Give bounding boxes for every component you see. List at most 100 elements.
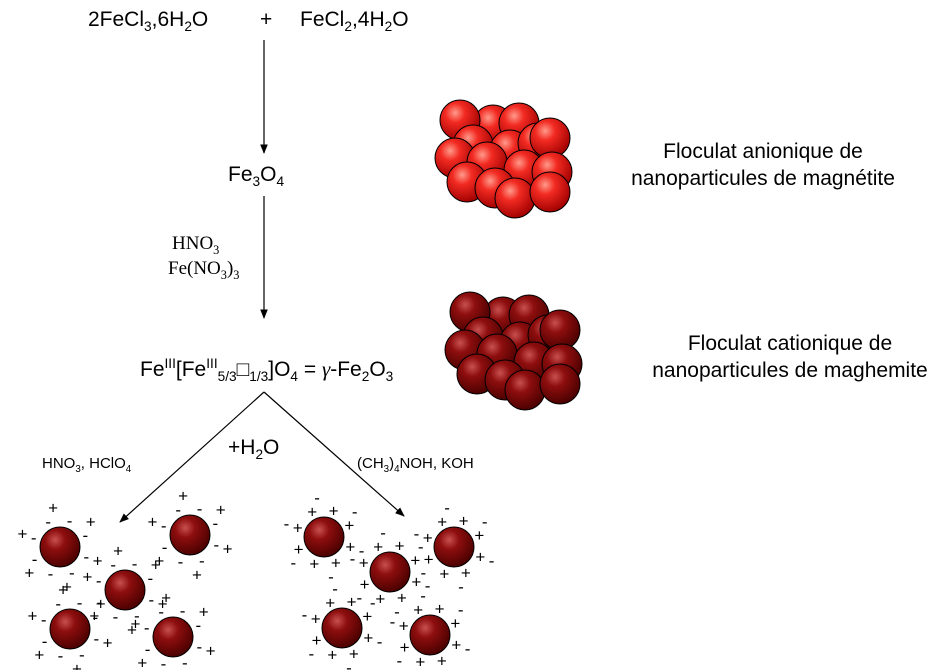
oxidant-ferric-nitrate: Fe(NO3)3 (168, 258, 240, 282)
positive-charge: + (93, 552, 103, 571)
positive-charge: + (327, 645, 337, 664)
positive-charge: + (48, 499, 58, 518)
negative-charge: - (356, 589, 362, 608)
negative-charge: - (110, 556, 116, 575)
reagent-plus-sign: + (260, 8, 273, 31)
positive-charge: + (397, 588, 407, 607)
positive-charge: + (151, 555, 161, 574)
negative-charge: - (180, 602, 186, 621)
negative-charge: - (83, 526, 89, 545)
negative-charge: - (284, 514, 290, 533)
acid-peptization-label: HNO3, HClO4 (42, 455, 132, 475)
negative-charge: - (148, 569, 154, 588)
negative-charge: - (42, 632, 48, 651)
negative-charge: - (302, 605, 308, 624)
negative-charge: - (380, 524, 386, 543)
negative-charge: - (97, 593, 103, 612)
negative-charge: - (145, 640, 151, 659)
maghemite-floc-cluster (444, 291, 583, 411)
negative-charge: - (96, 571, 102, 590)
positive-charge: + (450, 614, 460, 633)
positive-charge: + (58, 581, 68, 600)
positive-charge: + (363, 629, 373, 648)
negative-charge: - (434, 665, 440, 670)
positive-charge: + (329, 502, 339, 521)
negative-charge: - (458, 600, 464, 619)
maghemite-particle (169, 514, 211, 556)
negative-charge: - (370, 593, 376, 612)
negative-charge: - (79, 645, 85, 664)
positive-charge: + (113, 542, 123, 561)
positive-charge: + (103, 634, 113, 653)
positive-charge: + (312, 631, 322, 650)
positive-charge: + (395, 537, 405, 556)
positive-charge: + (345, 538, 355, 557)
negative-charge: - (182, 653, 188, 670)
positive-charge: + (82, 567, 92, 586)
positive-charge: + (424, 550, 434, 569)
magnetite-particle (494, 177, 536, 219)
legend-cationic-maghemite: Floculat cationique de nanoparticules de… (640, 330, 940, 384)
positive-charge: + (344, 516, 354, 535)
negative-charge: - (113, 607, 119, 626)
maghemite-formula: FeIII[FeIII5/3□1/3]O4 = γ-Fe2O3 (140, 356, 394, 385)
positive-charge: + (415, 652, 425, 670)
maghemite-particle (152, 616, 194, 658)
negative-charge: - (390, 612, 396, 631)
negative-charge: - (196, 638, 202, 657)
magnetite-formula: Fe3O4 (228, 163, 285, 190)
negative-charge: - (161, 654, 167, 670)
positive-charge: + (451, 636, 461, 655)
positive-charge: + (216, 500, 226, 519)
negative-charge: - (158, 603, 164, 622)
positive-charge: + (161, 589, 171, 608)
maghemite-particle (104, 569, 146, 611)
positive-charge: + (435, 600, 445, 619)
negative-charge: - (458, 577, 464, 596)
negative-charge: - (396, 652, 402, 670)
positive-charge: + (72, 659, 82, 670)
negative-charge: - (352, 502, 358, 521)
positive-charge: + (375, 589, 385, 608)
positive-charge: + (347, 593, 357, 612)
positive-charge: + (359, 553, 369, 572)
negative-charge: - (420, 564, 426, 583)
negative-charge: - (134, 606, 140, 625)
negative-charge: - (332, 580, 338, 599)
magnetite-particle (529, 171, 571, 213)
water-addition: +H2O (228, 436, 280, 463)
legend-anionic-line-1: Floculat anionique de (663, 140, 863, 163)
negative-charge: - (77, 594, 83, 613)
negative-charge: - (55, 595, 61, 614)
positive-charge: + (475, 548, 485, 567)
positive-charge: + (130, 614, 140, 633)
legend-anionic-magnetite: Floculat anionique de nanoparticules de … (623, 138, 903, 192)
positive-charge: + (373, 538, 383, 557)
negative-charge: - (48, 564, 54, 583)
negative-charge: - (93, 608, 99, 627)
positive-charge: + (147, 512, 157, 531)
negative-charge: - (41, 610, 47, 629)
positive-charge: + (178, 487, 188, 506)
negative-charge: - (465, 640, 471, 659)
negative-charge: - (161, 516, 167, 535)
maghemite-particle (409, 614, 451, 656)
negative-charge: - (314, 489, 320, 508)
maghemite-particle (39, 526, 81, 568)
positive-charge: + (410, 551, 420, 570)
negative-charge: - (67, 512, 73, 531)
positive-charge: + (437, 651, 447, 670)
positive-charge: + (459, 512, 469, 531)
reagent-ferrous-chloride: FeCl2,4H2O (300, 8, 409, 35)
positive-charge: + (34, 646, 44, 665)
positive-charge: + (206, 642, 216, 661)
positive-charge: + (293, 518, 303, 537)
positive-charge: + (294, 540, 304, 559)
negative-charge: - (93, 630, 99, 649)
negative-charge: - (425, 577, 431, 596)
positive-charge: + (362, 607, 372, 626)
negative-charge: - (328, 567, 334, 586)
negative-charge: - (414, 524, 420, 543)
